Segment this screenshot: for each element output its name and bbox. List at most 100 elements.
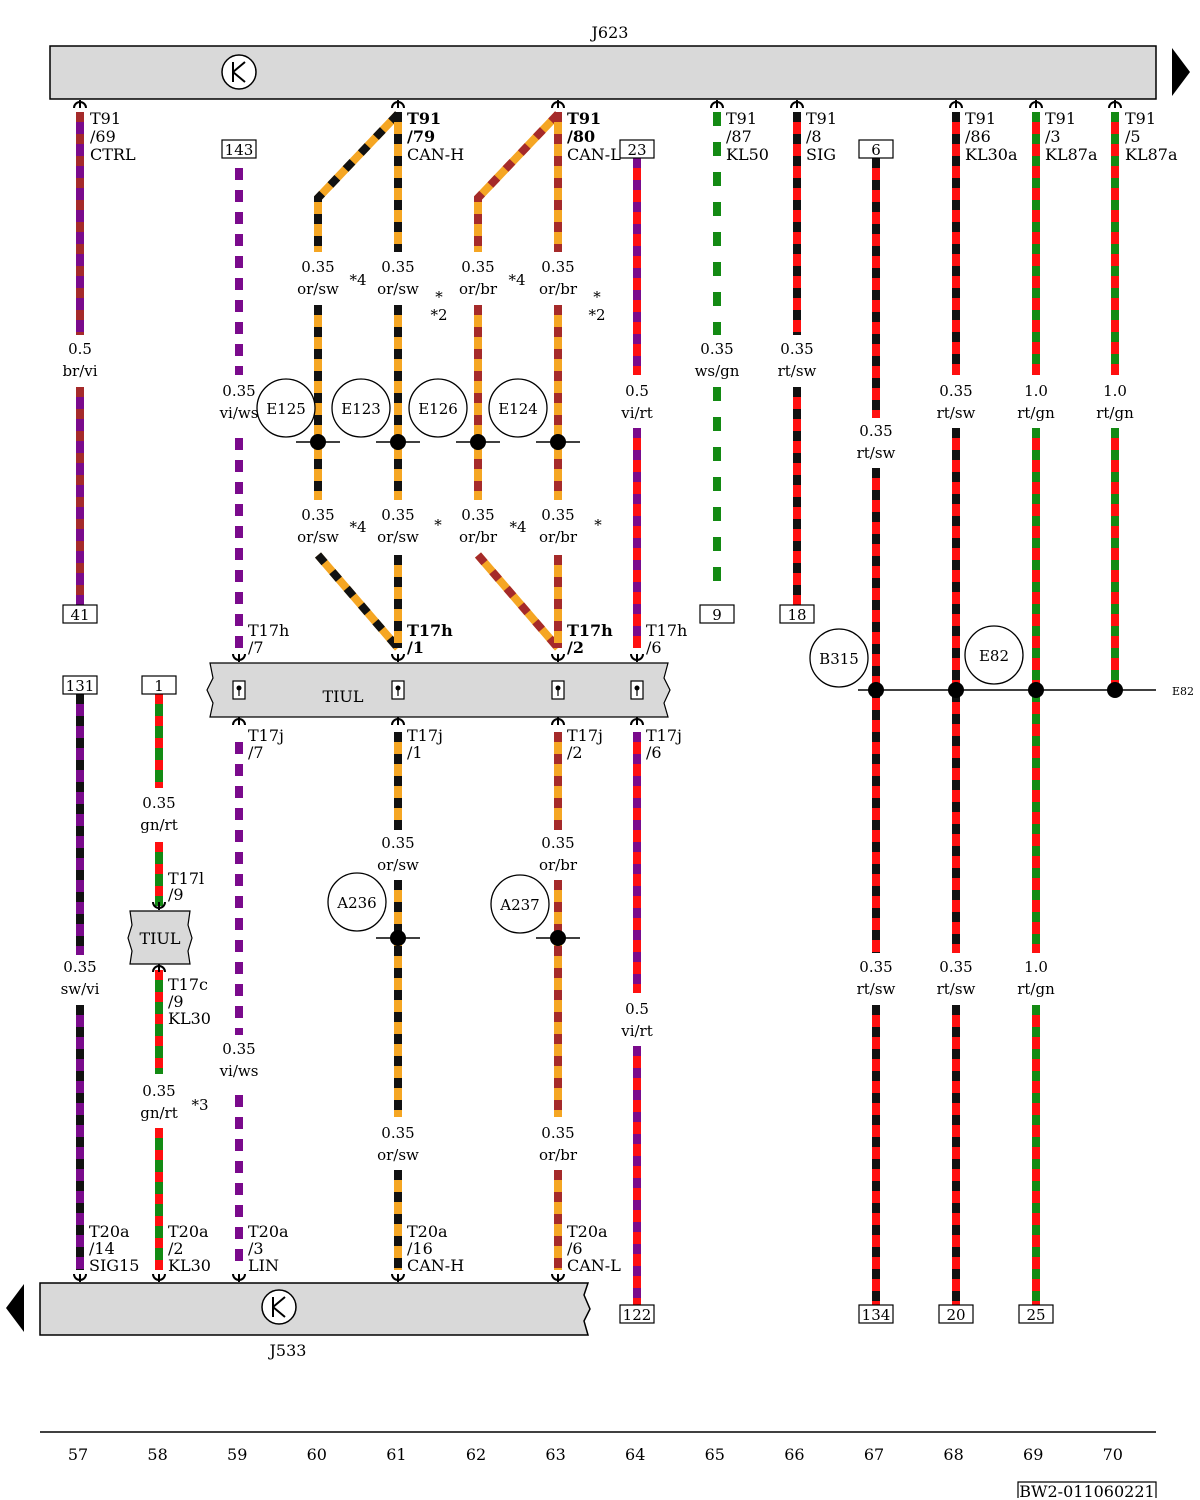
reference-box-9: 9 [699, 604, 735, 624]
module-j533-box [39, 1282, 591, 1336]
pin-label: T17l/9 [168, 869, 204, 904]
reference-box-text: 131 [66, 677, 95, 695]
pin-label: T17j/7 [248, 726, 284, 762]
pin-label: T17j/2 [567, 726, 603, 762]
reference-box-18: 18 [779, 604, 815, 624]
column-number: 59 [227, 1445, 247, 1464]
reference-box-text: 134 [862, 1306, 891, 1324]
reference-box-text: 25 [1026, 1306, 1045, 1324]
pin-label: T17h/2 [567, 621, 613, 657]
component-e124: E124 [488, 378, 548, 438]
splice-point-icon [376, 434, 420, 450]
component-e123: E123 [331, 378, 391, 438]
tiul-connector-small: TIUL [127, 910, 193, 965]
column-number: 58 [147, 1445, 167, 1464]
module-j623-label: J623 [590, 23, 629, 42]
column-number: 69 [1023, 1445, 1043, 1464]
footnote-marker: *4 [509, 518, 526, 536]
splice-point-icon [376, 930, 420, 946]
component-label: E123 [341, 400, 381, 418]
reference-box-6: 6 [858, 139, 894, 159]
splice-point-icon [1028, 682, 1044, 698]
component-e126: E126 [408, 378, 468, 438]
footnote-marker: *4 [349, 271, 366, 289]
continuation-right-arrow-icon [1172, 48, 1190, 96]
column-number: 65 [705, 1445, 725, 1464]
splice-point-icon [1107, 682, 1123, 698]
module-j623: J623 [49, 23, 1190, 100]
control-unit-symbol-icon [221, 54, 257, 90]
footnote-marker: * [434, 516, 442, 534]
reference-box-text: 20 [946, 1306, 965, 1324]
pin-label: T17h/6 [646, 621, 687, 657]
reference-box-text: 122 [623, 1306, 652, 1324]
footnote-marker: *3 [191, 1096, 208, 1114]
column-number: 68 [943, 1445, 963, 1464]
reference-box-text: 41 [70, 606, 89, 624]
component-b315: B315 [809, 628, 869, 688]
control-unit-symbol-icon [261, 1289, 297, 1325]
footnote-marker: * [435, 288, 443, 306]
splice-point-icon [456, 434, 500, 450]
pin-arcs [73, 100, 1122, 1282]
footnote-marker: *2 [430, 306, 447, 324]
reference-box-text: 18 [787, 606, 806, 624]
splice-point-icon [536, 930, 580, 946]
diagram-code-text: BW2-011060221 [1019, 1482, 1154, 1500]
component-label: A236 [336, 894, 376, 912]
tiul-pin-labels: T17h/7 T17h/1 T17h/2 T17h/6 T17j/7 T17j/… [168, 621, 687, 1028]
footnote-marker: *2 [588, 306, 605, 324]
wire [314, 111, 401, 252]
splice-point-icon [296, 434, 340, 450]
reference-box-131: 131 [62, 675, 98, 695]
pin-label: T17j/6 [646, 726, 682, 762]
column-number: 64 [625, 1445, 645, 1464]
reference-box-1: 1 [141, 675, 177, 695]
footnote-marker: *4 [349, 518, 366, 536]
pin-label: T17j/1 [407, 726, 443, 762]
component-label: E125 [266, 400, 306, 418]
component-label: E82 [979, 647, 1009, 665]
splice-point-icon [868, 682, 884, 698]
wire [474, 111, 561, 252]
reference-box-41: 41 [62, 604, 98, 624]
footnote-marker: *4 [508, 271, 525, 289]
e82-side-label: E82 [1172, 685, 1194, 698]
column-number: 62 [466, 1445, 486, 1464]
reference-box-text: 23 [627, 141, 646, 159]
component-e125: E125 [256, 378, 316, 438]
splice-point-icon [948, 682, 964, 698]
module-j533: J533 [6, 1282, 591, 1360]
component-label: E124 [498, 400, 538, 418]
reference-box-text: 9 [712, 606, 722, 624]
footnote-marker: * [593, 288, 601, 306]
tiul-large-label: TIUL [322, 687, 363, 706]
reference-box-text: 6 [871, 141, 881, 159]
